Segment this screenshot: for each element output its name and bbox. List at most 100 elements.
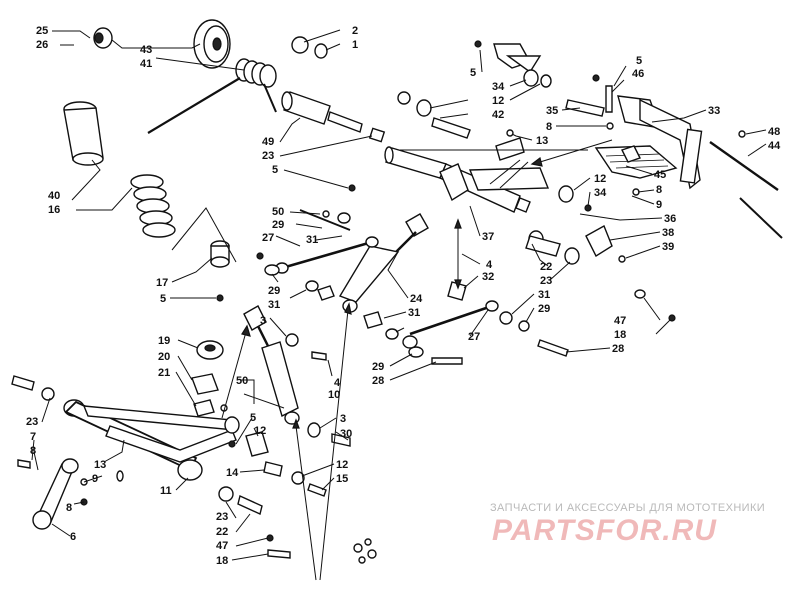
callout-38: 38 xyxy=(662,227,674,239)
washer-part xyxy=(408,346,424,358)
callout-49: 49 xyxy=(262,136,274,148)
front-a-arm-part xyxy=(63,399,240,481)
steering-arm-part xyxy=(32,458,79,530)
bolt-part xyxy=(267,549,291,559)
bushing-part xyxy=(307,422,321,438)
bracket-part xyxy=(191,373,219,395)
callout-41: 41 xyxy=(140,58,152,70)
leader-lines xyxy=(31,29,767,581)
nut-part xyxy=(228,440,236,448)
bushing-part xyxy=(305,280,319,292)
spacer-part xyxy=(447,281,467,301)
callout-27: 27 xyxy=(262,232,274,244)
callout-34: 34 xyxy=(492,81,505,93)
washer-part xyxy=(518,320,530,332)
washer-part xyxy=(397,91,411,105)
callout-5: 5 xyxy=(160,293,166,305)
callout-46: 46 xyxy=(632,68,644,80)
idler-wheel-hub xyxy=(212,37,222,51)
callout-22: 22 xyxy=(540,261,552,273)
mount-bracket-part xyxy=(493,43,542,74)
callout-47: 47 xyxy=(614,315,626,327)
washer-part xyxy=(634,289,646,299)
callout-40: 40 xyxy=(48,190,60,202)
callout-44: 44 xyxy=(768,140,781,152)
callout-23: 23 xyxy=(26,416,38,428)
washer-part xyxy=(314,43,328,59)
callout-34: 34 xyxy=(594,187,607,199)
nut-part xyxy=(348,184,356,192)
callout-31: 31 xyxy=(268,299,280,311)
callout-22: 22 xyxy=(216,526,228,538)
bushing-part xyxy=(291,471,305,485)
callout-6: 6 xyxy=(70,531,76,543)
washer-part xyxy=(264,264,280,276)
pin-part xyxy=(431,117,471,139)
callout-48: 48 xyxy=(768,126,780,138)
watermark-brand: PARTSFOR.RU xyxy=(492,514,717,547)
callout-8: 8 xyxy=(546,121,552,133)
spacer-part xyxy=(263,461,283,477)
bushing-part xyxy=(499,311,513,325)
callout-8: 8 xyxy=(66,502,72,514)
callout-15: 15 xyxy=(336,473,348,485)
callout-9: 9 xyxy=(92,473,98,485)
cross-shaft-part xyxy=(384,137,550,248)
callout-8: 8 xyxy=(30,445,36,457)
washer-part xyxy=(618,255,626,263)
callout-5: 5 xyxy=(636,55,642,67)
nut-part xyxy=(256,252,264,260)
callout-37: 37 xyxy=(482,231,494,243)
callout-23: 23 xyxy=(216,511,228,523)
bushing-part xyxy=(218,486,234,502)
callout-23: 23 xyxy=(540,275,552,287)
callout-11: 11 xyxy=(160,485,172,497)
bolt-part xyxy=(331,433,351,447)
bushing-part xyxy=(564,247,580,265)
spacer-tube-part xyxy=(281,91,386,143)
callout-4: 4 xyxy=(486,259,493,271)
callout-1: 1 xyxy=(352,39,358,51)
washer-part xyxy=(506,129,514,137)
callout-47: 47 xyxy=(216,540,228,552)
washer-part xyxy=(738,130,746,138)
callout-5: 5 xyxy=(250,412,256,424)
washer-part xyxy=(322,210,330,218)
callout-20: 20 xyxy=(158,351,170,363)
callout-12: 12 xyxy=(492,95,504,107)
callout-4: 4 xyxy=(334,377,341,389)
bolt-part xyxy=(605,85,613,113)
callout-labels: 25 26 43 41 2 1 40 16 49 23 5 50 29 27 3… xyxy=(26,25,781,567)
callout-24: 24 xyxy=(410,293,423,305)
callout-43: 43 xyxy=(140,44,152,56)
callout-10: 10 xyxy=(328,389,340,401)
callout-16: 16 xyxy=(48,204,60,216)
callout-18: 18 xyxy=(216,555,228,567)
callout-5: 5 xyxy=(470,67,476,79)
callout-29: 29 xyxy=(538,303,550,315)
clip-part xyxy=(363,311,383,329)
bolt-part xyxy=(307,483,327,497)
callout-19: 19 xyxy=(158,335,170,347)
bolt-part xyxy=(17,459,31,469)
front-shock-part xyxy=(243,305,300,425)
callout-2: 2 xyxy=(352,25,358,37)
block-part xyxy=(193,399,215,417)
parts-layer xyxy=(11,19,783,564)
long-bolt-part xyxy=(709,141,779,191)
shock-boot-part xyxy=(63,101,104,166)
nut-part xyxy=(216,294,224,302)
nut-part xyxy=(668,314,676,322)
hardware-cluster-part xyxy=(353,538,377,564)
callout-30: 30 xyxy=(340,428,352,440)
bracket-part xyxy=(585,225,613,258)
spacer-tube-part xyxy=(525,235,561,257)
callout-31: 31 xyxy=(306,234,318,246)
callout-29: 29 xyxy=(372,361,384,373)
callout-25: 25 xyxy=(36,25,48,37)
callout-28: 28 xyxy=(612,343,624,355)
callout-45: 45 xyxy=(654,169,666,181)
washer-part xyxy=(606,122,614,130)
